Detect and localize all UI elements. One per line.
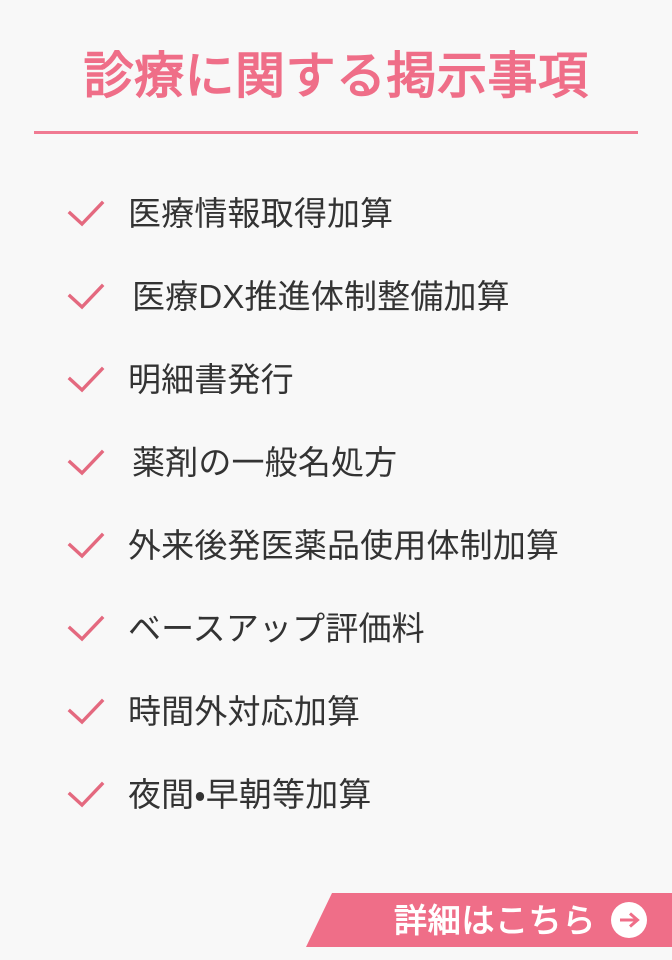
- notice-list: 医療情報取得加算 医療DX推進体制整備加算 明細書発行: [0, 134, 672, 960]
- list-item: 夜間・早朝等加算: [0, 753, 672, 836]
- list-item-label: 医療DX推進体制整備加算: [132, 278, 510, 315]
- arrow-right-circle-icon: [610, 901, 648, 939]
- cta-container: 詳細はこちら: [0, 893, 672, 947]
- check-icon: [66, 778, 106, 812]
- check-icon: [66, 363, 106, 397]
- check-icon: [66, 446, 106, 480]
- check-icon: [66, 695, 106, 729]
- check-icon: [66, 612, 106, 646]
- list-item: 薬剤の一般名処方: [0, 421, 672, 504]
- check-icon: [66, 529, 106, 563]
- page-title: 診療に関する掲示事項: [83, 48, 589, 104]
- details-button[interactable]: 詳細はこちら: [306, 893, 672, 947]
- list-item-label: 明細書発行: [128, 361, 294, 398]
- list-item-label: 医療情報取得加算: [128, 195, 394, 232]
- list-item-label: 外来後発医薬品使用体制加算: [128, 527, 560, 564]
- title-divider: [34, 131, 638, 134]
- list-item-label: ベースアップ評価料: [128, 610, 425, 647]
- list-item-label: 時間外対応加算: [128, 693, 361, 730]
- list-item: ベースアップ評価料: [0, 587, 672, 670]
- list-item: 医療DX推進体制整備加算: [0, 255, 672, 338]
- list-item: 時間外対応加算: [0, 670, 672, 753]
- panel-header: 診療に関する掲示事項: [0, 0, 672, 134]
- list-item: 医療情報取得加算: [0, 172, 672, 255]
- list-item: 明細書発行: [0, 338, 672, 421]
- list-item-label: 夜間・早朝等加算: [128, 776, 372, 813]
- check-icon: [66, 197, 106, 231]
- details-button-label: 詳細はこちら: [394, 901, 596, 939]
- list-item-label: 薬剤の一般名処方: [132, 444, 398, 481]
- list-item: 外来後発医薬品使用体制加算: [0, 504, 672, 587]
- check-icon: [66, 280, 106, 314]
